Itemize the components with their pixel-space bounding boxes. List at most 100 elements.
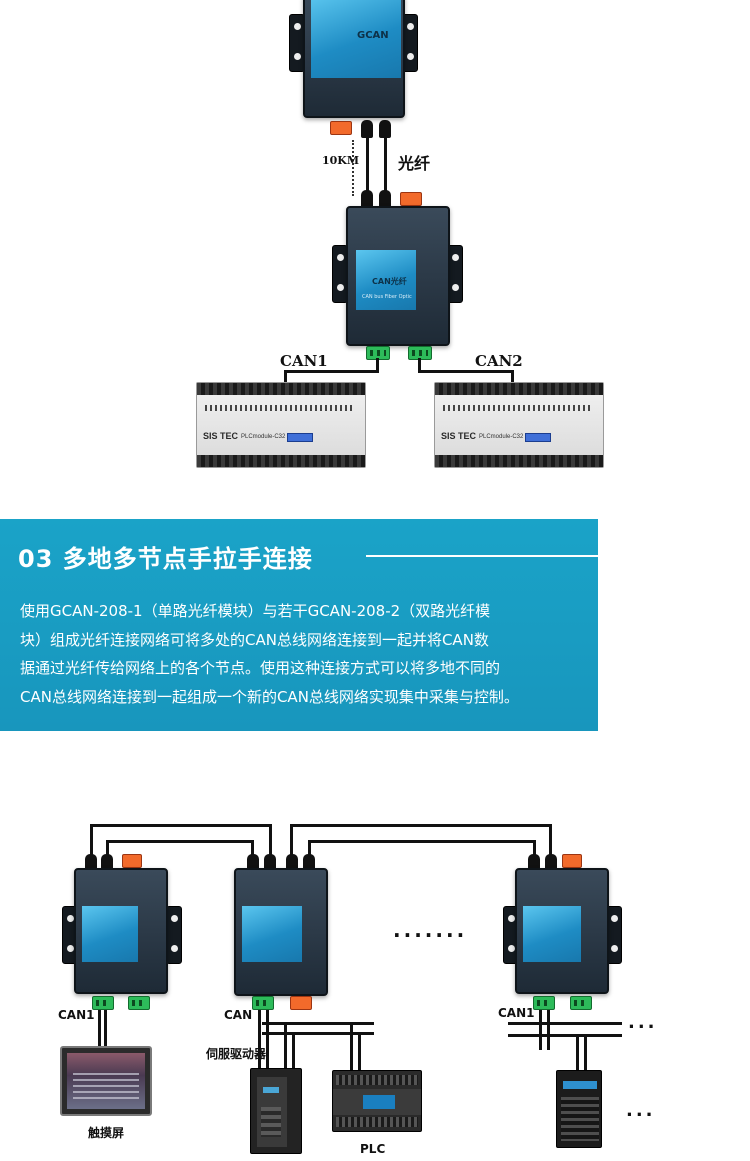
upper-gateway-device: GCAN	[303, 0, 405, 118]
more-nodes-indicator: ...	[626, 1100, 656, 1121]
can-bus-drop	[584, 1034, 587, 1070]
plc-module-model: PLCmodule-C32	[479, 434, 524, 440]
description-line: 块）组成光纤连接网络可将多处的CAN总线网络连接到一起并将CAN数	[20, 630, 489, 649]
fiber-connector-icon	[361, 190, 373, 208]
touch-screen-device	[60, 1046, 152, 1116]
fiber-cable	[106, 840, 254, 843]
fiber-connector-icon	[379, 120, 391, 138]
can1-cable	[284, 370, 379, 373]
fiber-connector-icon	[545, 854, 557, 872]
description-line: 使用GCAN-208-1（单路光纤模块）与若干GCAN-208-2（双路光纤模	[20, 602, 491, 620]
power-terminal	[562, 854, 582, 868]
can2-cable	[418, 370, 514, 373]
can2-cable	[418, 358, 421, 372]
fiber-cable	[269, 824, 272, 860]
can-middle-label: CAN	[224, 1008, 253, 1022]
power-terminal	[290, 996, 312, 1010]
more-nodes-indicator: .......	[393, 918, 468, 942]
can-bus-cable	[104, 1010, 107, 1050]
mounting-ear-icon	[166, 906, 182, 964]
title-divider	[366, 555, 598, 557]
servo-drive-device	[250, 1068, 302, 1154]
gateway-device-middle	[234, 868, 328, 996]
distance-label: 10KM	[322, 154, 360, 167]
description-line: CAN总线网络连接到一起组成一个新的CAN总线网络实现集中采集与控制。	[20, 687, 519, 706]
distance-indicator	[352, 140, 354, 196]
plc-module-model: PLCmodule-C32	[241, 434, 286, 440]
can-terminal	[92, 996, 114, 1010]
can-bus-drop	[576, 1034, 579, 1070]
fiber-connector-icon	[379, 190, 391, 208]
can-bus-drop	[358, 1032, 361, 1070]
plc-label: PLC	[360, 1142, 386, 1156]
lower-device-model: CAN bus Fiber Optic	[362, 294, 412, 300]
can-terminal	[533, 996, 555, 1010]
can1-cable	[376, 358, 379, 372]
power-terminal	[122, 854, 142, 868]
section-description: 使用GCAN-208-1（单路光纤模块）与若干GCAN-208-2（双路光纤模 …	[20, 597, 590, 711]
plc-device	[332, 1070, 422, 1132]
fiber-cable	[90, 824, 93, 860]
can-bus-line	[262, 1032, 374, 1035]
plc-module-brand: SIS TEC	[441, 431, 477, 441]
can1-right-label: CAN1	[498, 1006, 535, 1020]
power-terminal	[400, 192, 422, 206]
lower-device-brand: CAN光纤	[372, 277, 407, 286]
bottom-network-diagram: ....... CAN1 CAN CAN1 ... 触摸屏 伺服驱动器	[0, 790, 750, 1161]
io-module-device	[556, 1070, 602, 1148]
can-terminal	[408, 346, 432, 360]
fiber-cable	[366, 136, 369, 194]
can2-cable	[511, 370, 514, 392]
section-title: 03 多地多节点手拉手连接	[18, 545, 313, 573]
fiber-connector-icon	[286, 854, 298, 872]
can-bus-line	[262, 1022, 374, 1025]
can-bus-cable	[539, 1010, 542, 1050]
can-bus-drop	[292, 1032, 295, 1088]
lower-gateway-device: CAN光纤 CAN bus Fiber Optic	[346, 206, 450, 346]
gateway-device-right	[515, 868, 609, 994]
plc-module: SIS TEC PLCmodule-C32	[196, 382, 366, 468]
fiber-cable	[533, 840, 536, 860]
feature-banner: 03 多地多节点手拉手连接 使用GCAN-208-1（单路光纤模块）与若干GCA…	[0, 519, 598, 731]
can1-label: CAN1	[280, 352, 328, 370]
more-nodes-indicator: ...	[628, 1012, 658, 1033]
fiber-connector-icon	[264, 854, 276, 872]
top-network-diagram: GCAN 10KM 光纤 CAN光纤 CAN bus Fiber Optic C…	[0, 0, 750, 500]
plc-module: SIS TEC PLCmodule-C32	[434, 382, 604, 468]
fiber-cable	[308, 840, 536, 843]
can-terminal	[570, 996, 592, 1010]
can1-left-label: CAN1	[58, 1008, 95, 1022]
fiber-connector-icon	[101, 854, 113, 872]
fiber-cable	[90, 824, 272, 827]
fiber-label: 光纤	[398, 154, 431, 173]
dip-switch	[287, 433, 313, 442]
touch-screen-label: 触摸屏	[88, 1126, 125, 1140]
fiber-cable	[290, 824, 293, 860]
can1-cable	[284, 370, 287, 392]
fiber-connector-icon	[85, 854, 97, 872]
can-bus-drop	[284, 1022, 287, 1088]
fiber-cable	[251, 840, 254, 860]
fiber-cable	[308, 840, 311, 860]
fiber-cable	[106, 840, 109, 860]
plc-module-brand: SIS TEC	[203, 431, 239, 441]
fiber-cable	[549, 824, 552, 860]
fiber-cable	[384, 136, 387, 194]
can-terminal	[128, 996, 150, 1010]
dip-switch	[525, 433, 551, 442]
can-bus-line	[508, 1034, 622, 1037]
servo-drive-label: 伺服驱动器	[206, 1047, 267, 1061]
can-bus-cable	[547, 1010, 550, 1050]
description-line: 据通过光纤传给网络上的各个节点。使用这种连接方式可以将多地不同的	[20, 659, 501, 677]
can2-label: CAN2	[475, 352, 523, 370]
fiber-connector-icon	[247, 854, 259, 872]
fiber-connector-icon	[303, 854, 315, 872]
fiber-connector-icon	[528, 854, 540, 872]
upper-device-brand: GCAN	[357, 30, 389, 41]
fiber-connector-icon	[361, 120, 373, 138]
can-terminal	[252, 996, 274, 1010]
can-bus-cable	[98, 1010, 101, 1050]
can-bus-line	[508, 1022, 622, 1025]
fiber-cable	[290, 824, 552, 827]
gateway-device-left	[74, 868, 168, 994]
